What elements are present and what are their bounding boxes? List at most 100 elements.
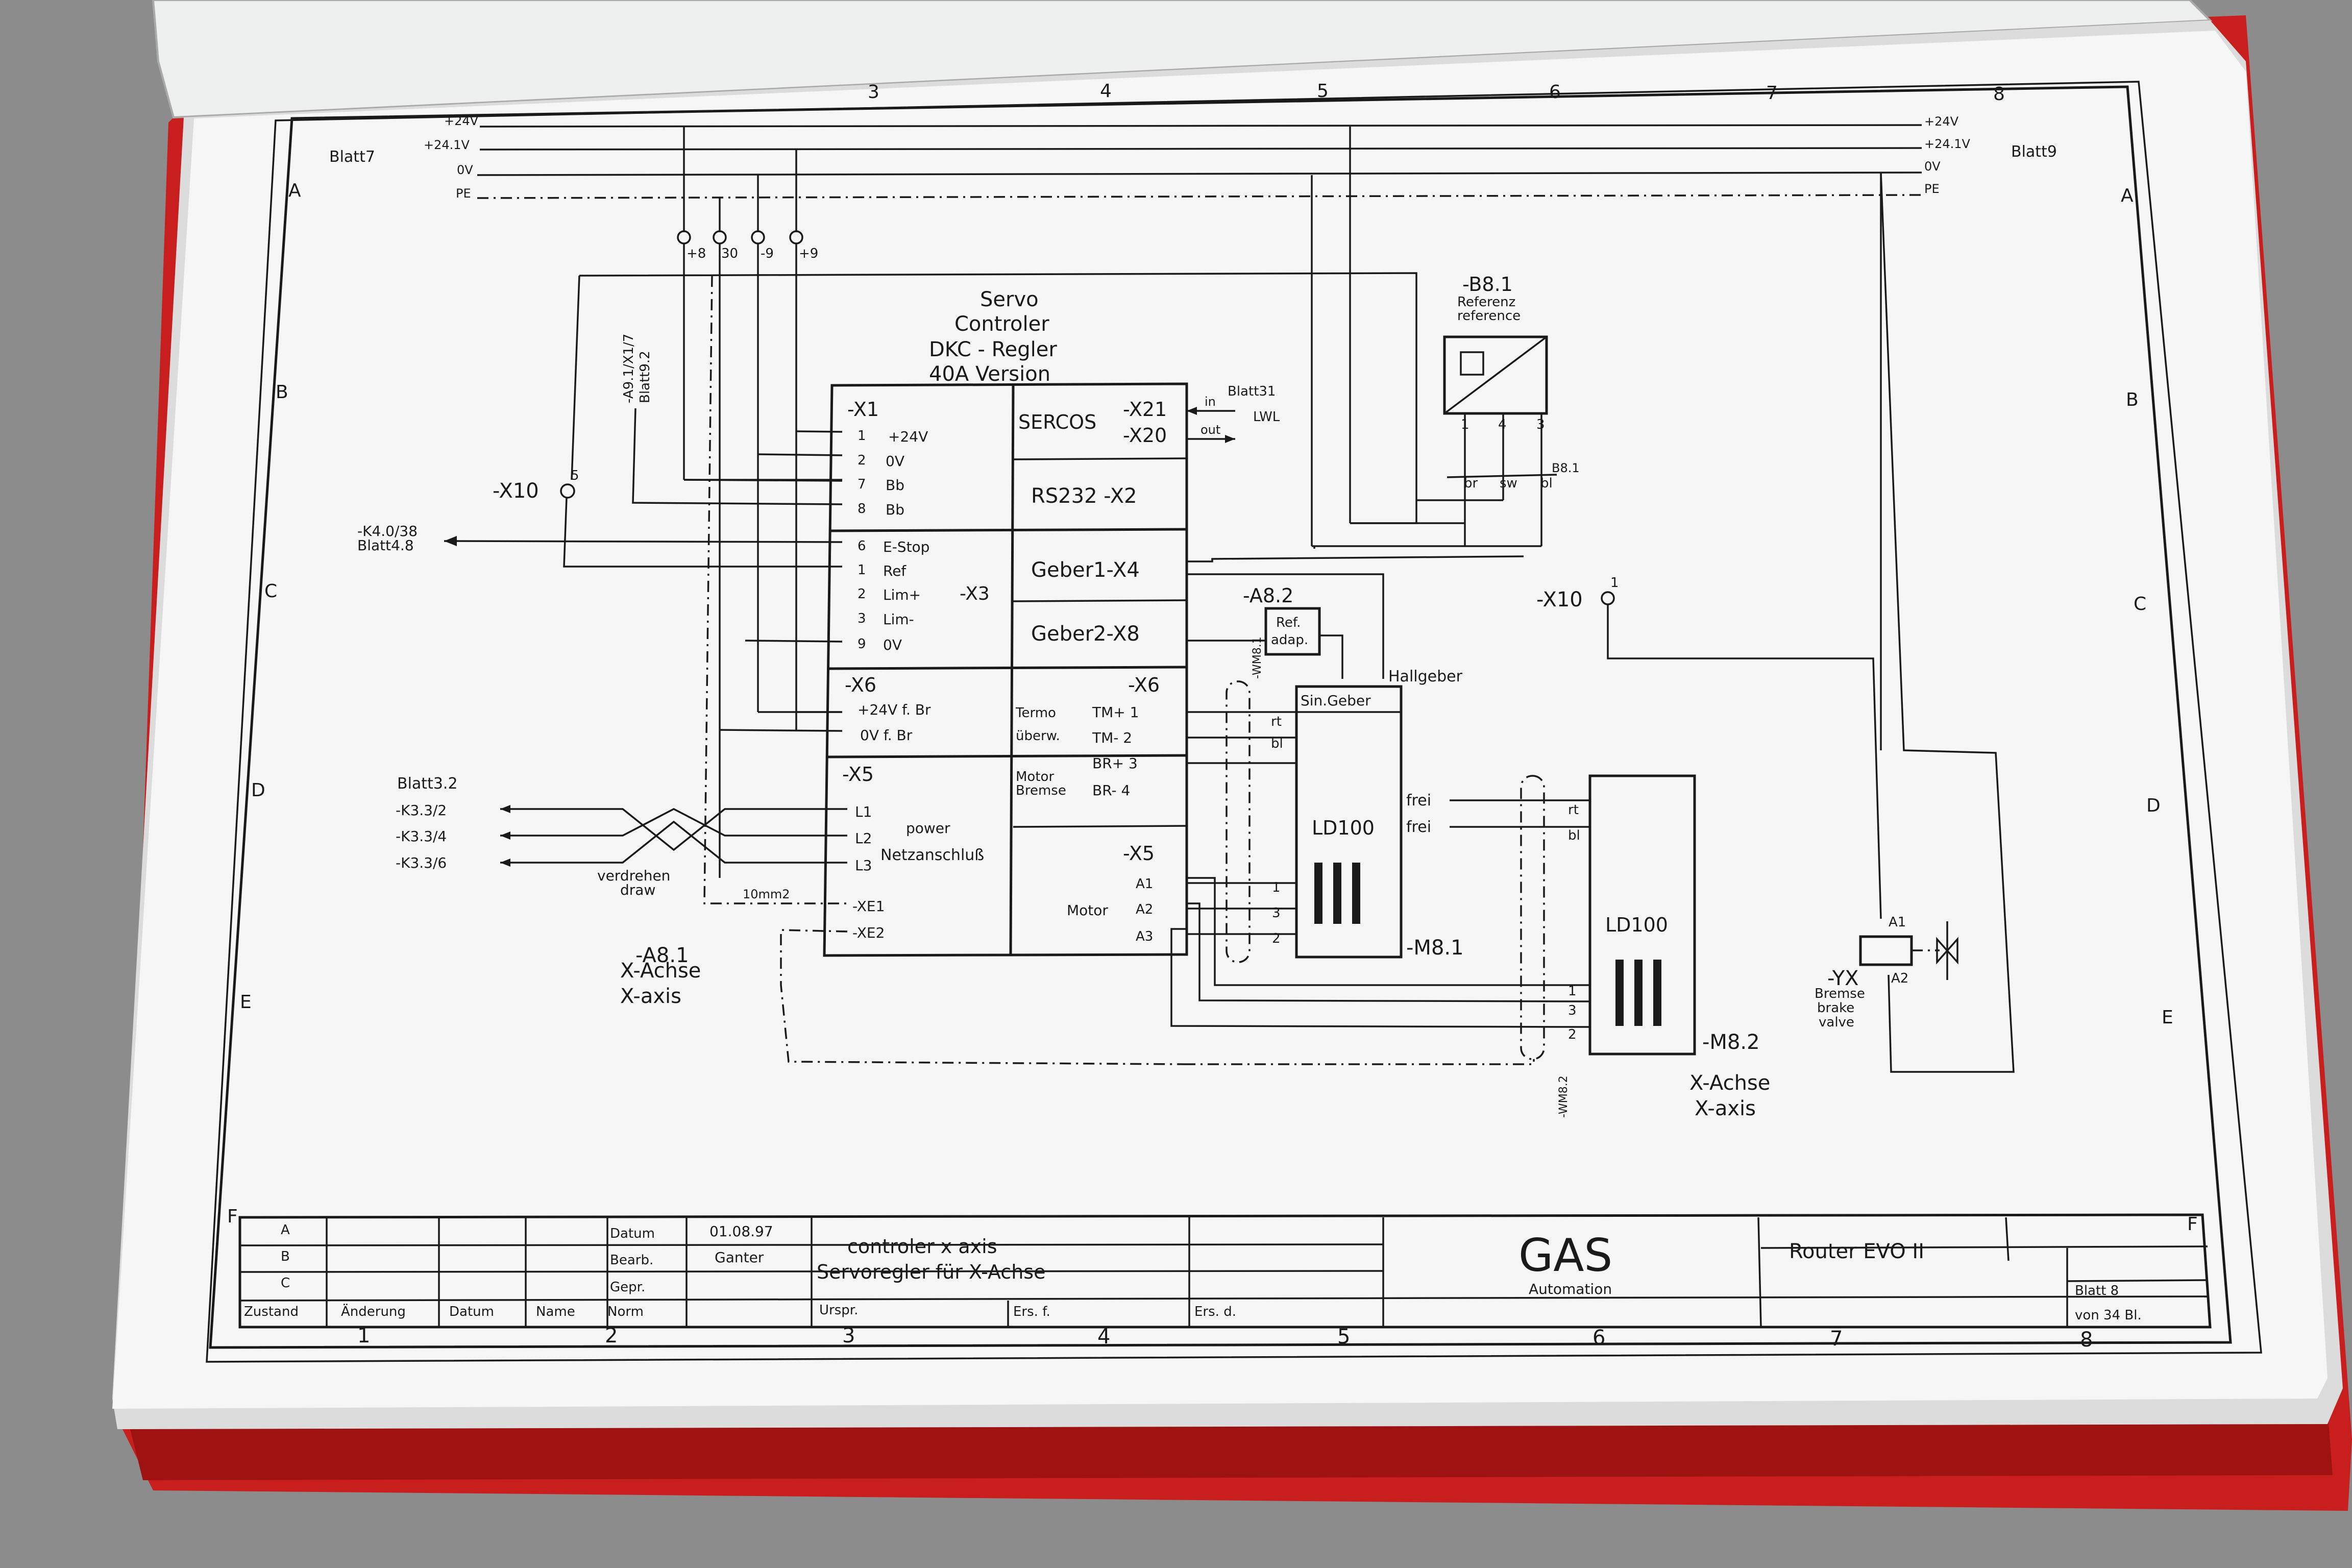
rev-header: Datum (449, 1304, 494, 1319)
brake-label: Bremse (1815, 986, 1865, 1001)
geber2-label: Geber2-X8 (1031, 622, 1140, 646)
motor-1-name: -M8.1 (1406, 936, 1464, 960)
tap-label: +9 (799, 246, 818, 261)
b81-cable-ref: B8.1 (1552, 461, 1580, 475)
bearb-value: Ganter (715, 1249, 764, 1266)
rail-label: PE (1924, 182, 1940, 196)
servo-title: Servo (980, 288, 1039, 311)
row-label: D (2146, 795, 2161, 816)
xe-label: -XE1 (852, 898, 885, 915)
servo-designation: X-axis (620, 985, 681, 1008)
ersf-label: Ers. f. (1013, 1304, 1050, 1319)
x6-label: -X6 (845, 674, 876, 696)
m1-wire: bl (1271, 736, 1283, 751)
servo-controller: Servo Controler DKC - Regler 40A Version… (620, 288, 1280, 1008)
brake-label: valve (1819, 1015, 1854, 1030)
motor-2-axis: X-axis (1695, 1097, 1756, 1120)
brake-valve-section: -X10 1 A1 A2 -YX Bremse brake valve (1313, 172, 2015, 1073)
x20-label: -X20 (1123, 424, 1167, 447)
column-label: 7 (1766, 83, 1778, 104)
row-label: C (264, 581, 277, 602)
motor-2: LD100 -M8.2 frei frei rt bl -WM8.2 1 3 2… (1170, 774, 1770, 1120)
m1-pin: 2 (1272, 931, 1281, 946)
b81-wire: br (1464, 476, 1478, 491)
sercos-lwl: LWL (1253, 409, 1280, 425)
bearb-label: Bearb. (610, 1253, 653, 1268)
previous-page (152, 0, 2213, 119)
b81-sub: Referenz (1457, 295, 1515, 310)
termo-label: überw. (1016, 728, 1060, 744)
m2-pin: 2 (1568, 1027, 1577, 1042)
m2-wire: rt (1568, 802, 1579, 818)
b81-name: -B8.1 (1462, 273, 1513, 296)
row-label: B (276, 382, 288, 403)
x3-label: -X3 (960, 583, 990, 604)
hallgeber: Hallgeber (1388, 668, 1463, 685)
motor-1-type: LD100 (1312, 817, 1375, 839)
datum-value: 01.08.97 (709, 1223, 773, 1240)
project-name: Router EVO II (1789, 1240, 1924, 1263)
servo-designation: -A8.1 (635, 944, 689, 967)
motor-label: Motor (1067, 902, 1108, 919)
twist-label: draw (620, 881, 655, 898)
x3-pin-label: Lim- (883, 611, 914, 628)
x10-label: -X10 (493, 479, 539, 503)
rail-label: +24.1V (1924, 137, 1971, 151)
m2-pin: 3 (1568, 1003, 1577, 1018)
rev-header: Änderung (341, 1303, 406, 1319)
rail-label: +24.1V (424, 138, 470, 152)
blatt32-ref: Blatt3.2 (397, 775, 458, 793)
rail-label: +24V (1924, 114, 1959, 129)
x10r-label: -X10 (1536, 588, 1583, 611)
bremse-label: Bremse (1016, 783, 1066, 798)
wm82-cable (1520, 775, 1545, 1060)
drawing-frame (209, 85, 2232, 1349)
servo-box (823, 382, 1188, 957)
rev-row: B (281, 1249, 290, 1264)
x1-pin-label: 0V (886, 453, 904, 470)
servo-title: Controler (954, 312, 1049, 336)
frei: frei (1406, 792, 1431, 810)
a91-ref: Blatt9.2 (638, 351, 653, 403)
motor-1-box (1295, 685, 1403, 959)
k40-ref: Blatt4.8 (357, 537, 414, 554)
servo-designation: X-Achse (620, 959, 701, 983)
termo-label: Termo (1015, 705, 1056, 721)
rail-label: 0V (1924, 159, 1941, 174)
k3-ref: -K3.3/2 (396, 802, 447, 819)
sheet-total: von 34 Bl. (2075, 1308, 2142, 1323)
row-label: D (251, 780, 265, 801)
drawing-title: controler x axis (847, 1235, 997, 1258)
x1-pin-label: Bb (886, 501, 904, 518)
twist-label: verdrehen (597, 867, 670, 884)
x1-pin: 7 (857, 477, 866, 492)
m2-wire: bl (1568, 828, 1580, 843)
left-wiring: -X10 5 -K4.0/38 Blatt4.8 -A9.1/X1/7 Blat… (357, 272, 1417, 1065)
row-label: C (2134, 594, 2146, 615)
servo-title: DKC - Regler (929, 338, 1057, 361)
rail-label: PE (456, 186, 471, 201)
x10-pin: 5 (571, 468, 579, 483)
schematic-page (112, 31, 2328, 1409)
rev-row: C (281, 1276, 290, 1291)
power-label: power (906, 820, 950, 837)
x6r-pin: BR+ 3 (1092, 755, 1138, 772)
k3-ref: -K3.3/6 (396, 854, 447, 871)
x6r-pin: TM- 2 (1092, 729, 1132, 746)
datum-label: Datum (610, 1226, 655, 1241)
wm82-label: -WM8.2 (1557, 1075, 1570, 1118)
row-label: B (2126, 389, 2139, 410)
grid-labels: 3 4 5 6 7 8 1 2 3 4 5 6 7 8 A B C D E F … (227, 81, 2198, 1352)
rail-label: +24V (444, 114, 479, 128)
x3-pin-label: Lim+ (883, 586, 921, 603)
brake-name: -YX (1827, 967, 1859, 990)
x5-label: -X5 (842, 763, 874, 786)
bremse-label: Motor (1016, 769, 1054, 785)
row-label: E (240, 992, 252, 1013)
urspr-label: Urspr. (819, 1303, 858, 1318)
x1-pin: 8 (857, 501, 866, 517)
title-block: A B C Zustand Änderung Datum Name Norm D… (238, 1213, 2212, 1329)
row-label: E (2162, 1007, 2173, 1028)
sercos-ref: Blatt31 (1228, 384, 1276, 399)
row-label: F (227, 1206, 238, 1227)
